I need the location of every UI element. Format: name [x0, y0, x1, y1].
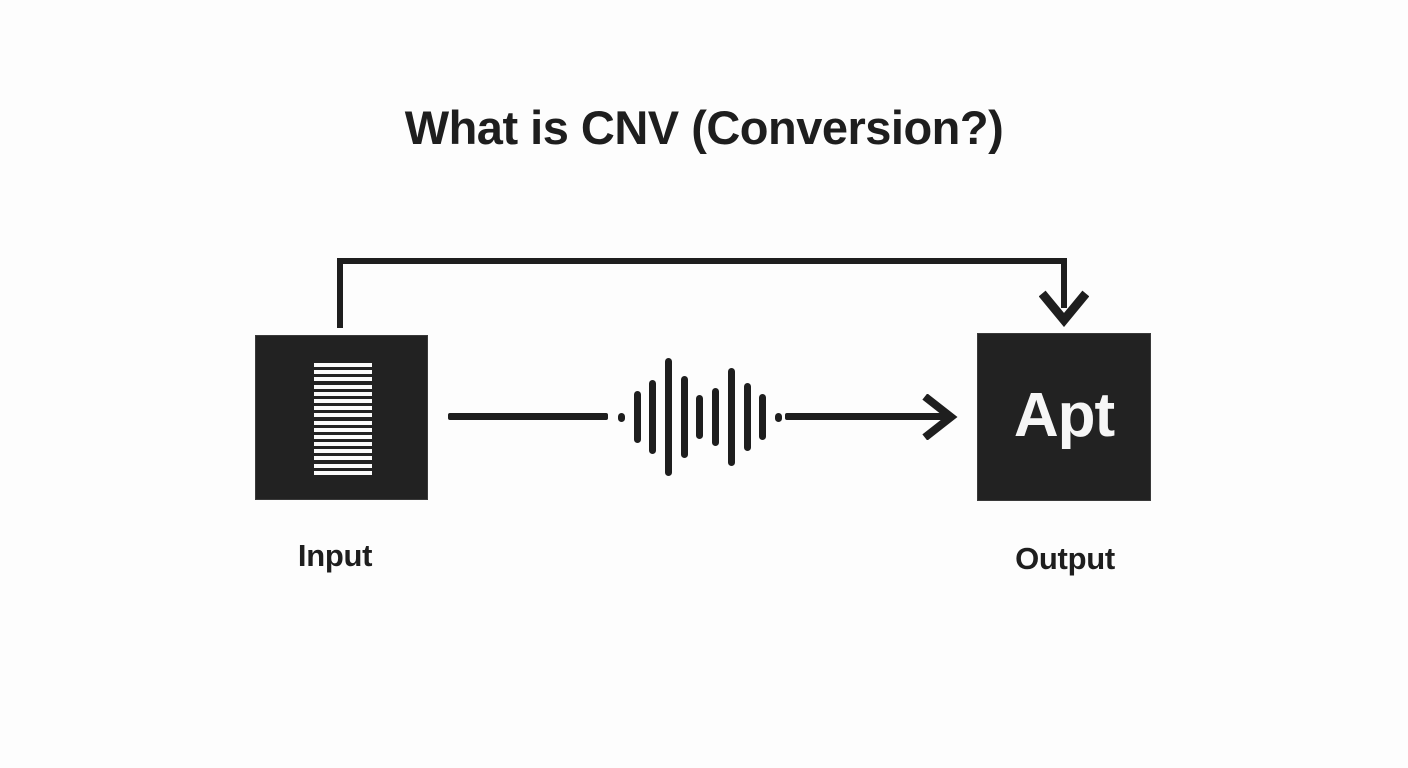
feedback-loop-right-riser	[1061, 258, 1067, 308]
input-node[interactable]	[255, 335, 428, 500]
audio-waveform-icon	[618, 352, 782, 482]
waveform-bar	[618, 412, 625, 422]
stripe-line	[314, 463, 372, 468]
waveform-bar	[649, 380, 657, 454]
output-node-value: Apt	[1013, 381, 1115, 450]
stripe-line	[314, 420, 372, 425]
connector-line-left	[448, 413, 608, 420]
stripe-line	[314, 391, 372, 396]
arrow-down-icon	[1038, 287, 1090, 328]
page-title: What is CNV (Conversion?)	[404, 101, 1004, 154]
feedback-loop-left-riser	[337, 258, 343, 328]
stripe-line	[314, 363, 372, 367]
stripe-line	[314, 384, 372, 389]
output-node[interactable]: Apt	[977, 333, 1151, 501]
stripe-line	[314, 413, 372, 418]
waveform-bar	[712, 388, 720, 446]
waveform-bar	[727, 368, 735, 466]
document-lines-icon	[314, 363, 372, 475]
stripe-line	[314, 427, 372, 432]
stripe-line	[314, 406, 372, 411]
waveform-bar	[759, 394, 767, 440]
input-node-label: Input	[297, 538, 373, 573]
stripe-line	[314, 442, 372, 447]
arrow-right-icon	[918, 393, 958, 441]
connector-line-right	[785, 413, 950, 420]
waveform-bar	[680, 376, 688, 458]
feedback-loop-top-rail	[337, 258, 1067, 264]
stripe-line	[314, 434, 372, 439]
stripe-line	[314, 449, 372, 454]
stripe-line	[314, 370, 372, 375]
waveform-bar	[696, 395, 704, 439]
stripe-line	[314, 398, 372, 403]
stripe-line	[314, 377, 372, 382]
stripe-line	[314, 456, 372, 461]
waveform-bar	[743, 383, 751, 451]
waveform-bar	[665, 358, 673, 476]
output-node-label: Output	[1015, 541, 1115, 576]
stripe-line	[314, 470, 372, 475]
waveform-bar	[633, 391, 641, 443]
waveform-bar	[774, 412, 782, 422]
